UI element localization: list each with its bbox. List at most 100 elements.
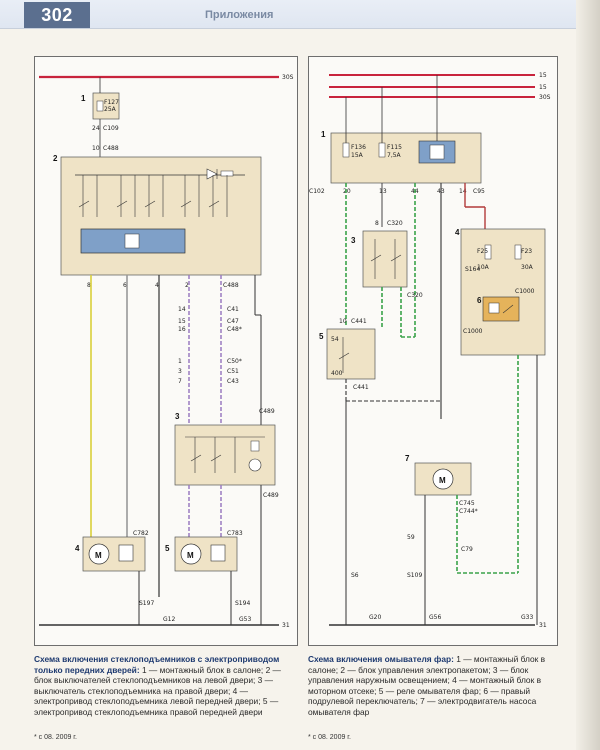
fuse-block-1 [92, 92, 120, 120]
conn-c47: C47 [227, 318, 239, 325]
ground-g12: G12 [163, 616, 175, 623]
pin-10: 10 [92, 145, 100, 152]
fuse-f115-id: F115 [387, 144, 402, 151]
ground-s194: S194 [235, 600, 250, 607]
fuse-f127-rating: 25A [104, 106, 117, 113]
left-wiring-diagram: 30S 1 F127 25A 2 4 C109 10 C488 2 [34, 56, 298, 646]
bus-15-label-2: 15 [539, 84, 547, 91]
right-diagram-svg: 15 15 30S 1 F136 15A F115 7,5A C102 20 1… [309, 72, 551, 629]
conn-c744: C744* [459, 508, 478, 515]
conn-c79: C79 [461, 546, 473, 553]
pin-7: 7 [178, 378, 182, 385]
pin-1: 1 [178, 358, 182, 365]
passenger-switch-block-3 [174, 424, 276, 486]
motor-5-icon [180, 543, 202, 565]
right-caption-title: Схема включения омывателя фар: [308, 654, 454, 664]
motor-4-sensor-icon [118, 544, 134, 562]
left-caption-title: Схема включения стеклоподъемников с элек… [34, 654, 280, 675]
conn-c489-top: C489 [259, 408, 275, 415]
left-caption-text: 1 — монтажный блок в салоне; 2 — блок вы… [34, 664, 281, 717]
conn-c41: C41 [227, 306, 239, 313]
conn-c102: C102 [309, 188, 325, 195]
conn-c95: C95 [473, 188, 485, 195]
conn-c320-bottom: C320 [407, 292, 423, 299]
conn-c43: C43 [227, 378, 239, 385]
header-bar: 302 Приложения [0, 0, 600, 29]
conn-c48: C48* [227, 326, 242, 333]
pin-400: 400 [331, 370, 343, 377]
pin-14-right: 14 [459, 188, 467, 195]
fuse-f115-rating: 7,5A [387, 152, 402, 159]
block-4-number: 4 [75, 544, 80, 553]
ground-g33: G33 [521, 614, 533, 621]
pin-54: 54 [331, 336, 339, 343]
page-edge-shadow [576, 0, 600, 750]
conn-c320-top: C320 [387, 220, 403, 227]
footnote-right: * с 08. 2009 г. [308, 734, 351, 741]
conn-c441-top: C441 [351, 318, 367, 325]
headlamp-washer-relay-5 [482, 296, 520, 322]
ground-s197: S197 [139, 600, 154, 607]
washer-motor-label: M [439, 476, 446, 485]
footnote-left: * с 08. 2009 г. [34, 734, 77, 741]
conn-s164: S164 [465, 266, 480, 273]
bus-30s-label-right: 30S [539, 94, 551, 101]
left-diagram-svg: 30S 1 F127 25A 2 4 C109 10 C488 2 [39, 74, 294, 629]
rblock-4-number: 4 [455, 228, 460, 237]
fuse-f127-id: F127 [104, 99, 119, 106]
conn-c783: C783 [227, 530, 243, 537]
washer-motor-icon [432, 468, 454, 490]
pin-10-right: 10 [339, 318, 347, 325]
pin-6: 6 [123, 282, 127, 289]
pin-14: 14 [178, 306, 186, 313]
right-fuse-block-1 [330, 132, 482, 184]
fuse-f25-rating: 10A [477, 264, 490, 271]
relay-coil-icon [488, 302, 500, 314]
page-number: 302 [24, 2, 90, 28]
ground-s109: S109 [407, 572, 422, 579]
conn-c109: C109 [103, 125, 119, 132]
electropacket-chip-icon [429, 144, 445, 160]
right-wiring-diagram: 15 15 30S 1 F136 15A F115 7,5A C102 20 1… [308, 56, 558, 646]
motor-4-label: M [95, 551, 102, 560]
motor-4-icon [88, 543, 110, 565]
right-caption: Схема включения омывателя фар: 1 — монта… [308, 654, 560, 718]
block-1-number: 1 [81, 94, 86, 103]
block-2-number: 2 [53, 154, 58, 163]
pin-2: 2 [185, 282, 189, 289]
left-caption: Схема включения стеклоподъемников с элек… [34, 654, 296, 718]
ground-s6: S6 [351, 572, 359, 579]
pin-3: 3 [178, 368, 182, 375]
fuse-f25-symbol [484, 244, 492, 260]
led-icon [206, 168, 218, 180]
fuse-f23-symbol [514, 244, 522, 260]
rblock-6-number: 5 [319, 332, 324, 341]
window-switch-block-2 [60, 156, 262, 276]
conn-c782: C782 [133, 530, 149, 537]
motor-5-label: M [187, 551, 194, 560]
motor-5-sensor-icon [210, 544, 226, 562]
bus-15-label-1: 15 [539, 72, 547, 79]
bus-31-label: 31 [282, 622, 290, 629]
conn-c745: C745 [459, 500, 475, 507]
lamp-icon [248, 458, 262, 472]
fuse-f136-id: F136 [351, 144, 366, 151]
pin-8-right: 8 [375, 220, 379, 227]
conn-c50: C50* [227, 358, 242, 365]
bus-31-label-right: 31 [539, 622, 547, 629]
control-module-chip-icon [124, 233, 140, 249]
section-title: Приложения [205, 9, 274, 21]
switch-contacts-group [78, 175, 228, 217]
fuse-f136-rating: 15A [351, 152, 364, 159]
right-caption-text: 1 — монтажный блок в салоне; 2 — блок уп… [308, 654, 546, 717]
rblock-3-number: 3 [351, 236, 356, 245]
bus-30s-label: 30S [282, 74, 294, 81]
ground-g56: G56 [429, 614, 441, 621]
conn-c1000-bottom: C1000 [463, 328, 483, 335]
rblock-7-number: 7 [405, 454, 410, 463]
fuse-f136-symbol [342, 142, 350, 158]
conn-c488-top: C488 [103, 145, 119, 152]
pin-13: 13 [379, 188, 387, 195]
pin-15: 15 [178, 318, 186, 325]
fuse-f115-symbol [378, 142, 386, 158]
